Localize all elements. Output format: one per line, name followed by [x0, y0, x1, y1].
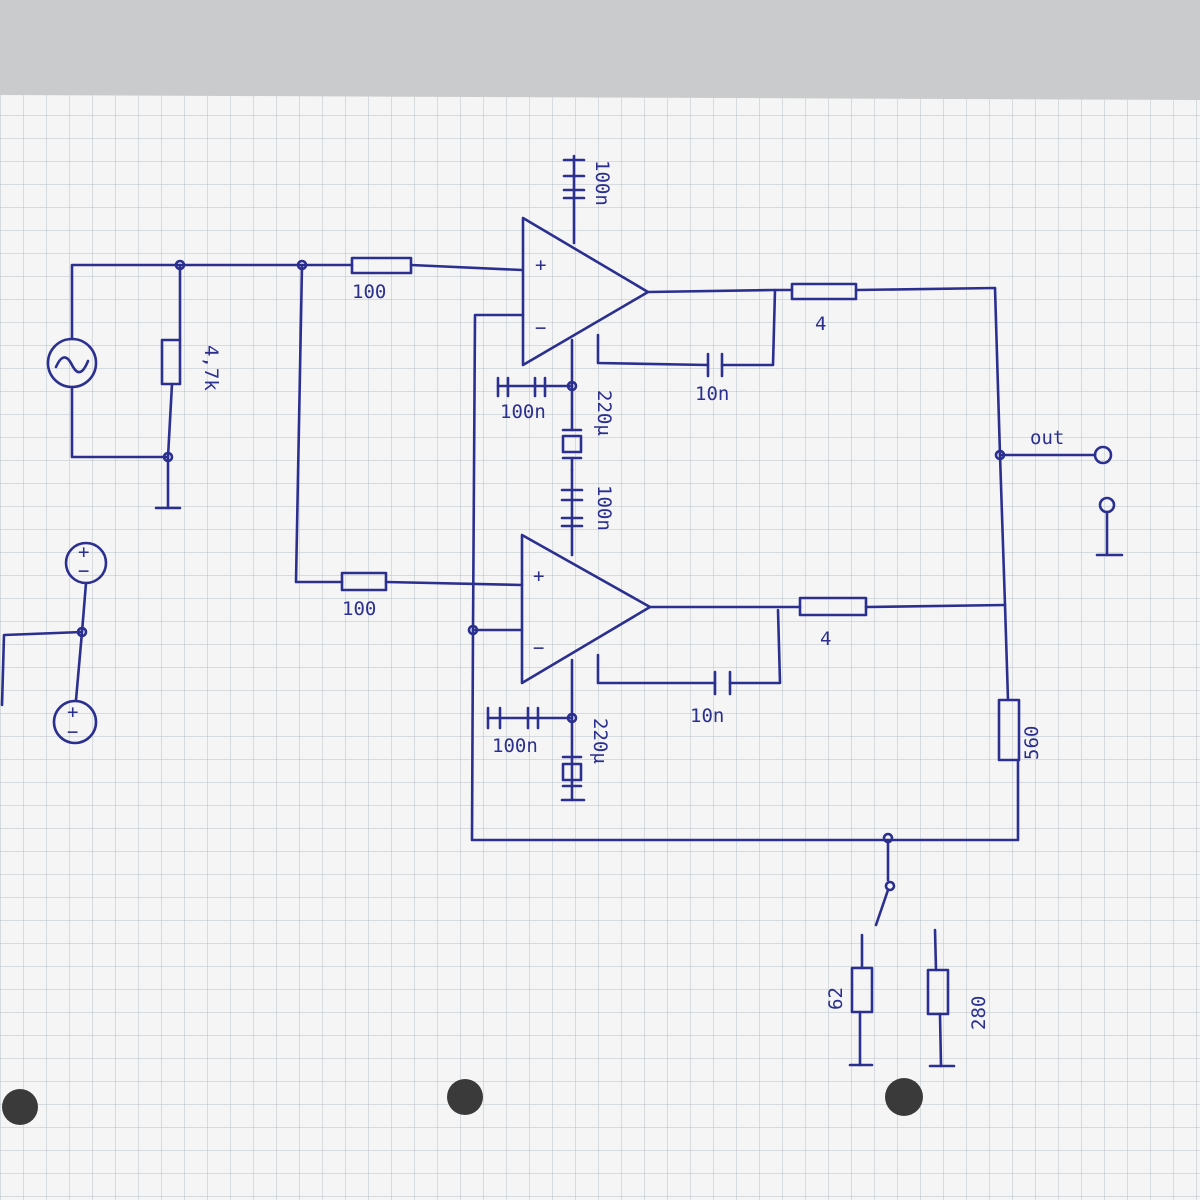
output-rail [993, 286, 1113, 702]
source-wires [70, 259, 186, 510]
gain-resistor-a-label: 62 [825, 987, 847, 1010]
opamp-top-plus: + [535, 254, 546, 276]
gain-resistor-b [926, 928, 956, 1068]
cap-bottom-elko-label: 220μ [589, 718, 611, 764]
opamp-top-feedback [471, 286, 997, 632]
resistor-in-top [350, 256, 413, 275]
cap-bottom-fb-label: 10n [690, 705, 724, 727]
punch-holes [2, 1078, 923, 1125]
opamp-top-neg-supply [496, 338, 583, 472]
resistor-source [160, 338, 182, 386]
resistor-feedback-label: 560 [1021, 726, 1043, 760]
resistor-out-top-label: 4 [815, 313, 826, 335]
supply-batteries [0, 541, 108, 745]
cap-top-elko-label: 220μ [593, 390, 615, 436]
resistor-in-bottom [340, 571, 388, 592]
opamp-top-minus: − [535, 317, 546, 339]
cap-top-fb-label: 10n [695, 383, 729, 405]
gain-resistor-a [848, 933, 874, 1067]
resistor-feedback [997, 698, 1021, 762]
opamp-top [521, 216, 650, 367]
opamp-bottom-minus: − [533, 637, 544, 659]
supply-top-minus: − [78, 560, 89, 582]
output-label: out [1030, 427, 1064, 449]
cap-top-left-label: 100n [500, 401, 546, 423]
opamp-bottom-plus: + [533, 565, 544, 587]
cap-mid-supply-label: 100n [593, 485, 615, 531]
input-wires [178, 259, 524, 587]
cap-top-supply-label: 100n [591, 160, 613, 206]
opamp-bottom [520, 533, 652, 685]
resistor-out-bottom [798, 596, 868, 617]
gain-switch [874, 832, 896, 927]
supply-bottom-minus: − [67, 721, 78, 743]
resistor-in-bottom-label: 100 [342, 598, 376, 620]
resistor-out-top [790, 282, 858, 301]
opamp-top-supply [562, 154, 586, 245]
gain-resistor-b-label: 280 [968, 996, 990, 1030]
resistor-out-bottom-label: 4 [820, 628, 831, 650]
supply-top-plus: + [78, 541, 89, 563]
mid-supply [560, 468, 584, 557]
resistor-source-label: 4,7k [200, 345, 222, 391]
supply-bottom-plus: + [67, 701, 78, 723]
cap-bottom-left-label: 100n [492, 735, 538, 757]
opamp-bottom-feedback [467, 603, 1020, 842]
resistor-in-top-label: 100 [352, 281, 386, 303]
ground-terminal [1095, 496, 1124, 557]
opamp-bottom-neg-supply [486, 658, 586, 802]
